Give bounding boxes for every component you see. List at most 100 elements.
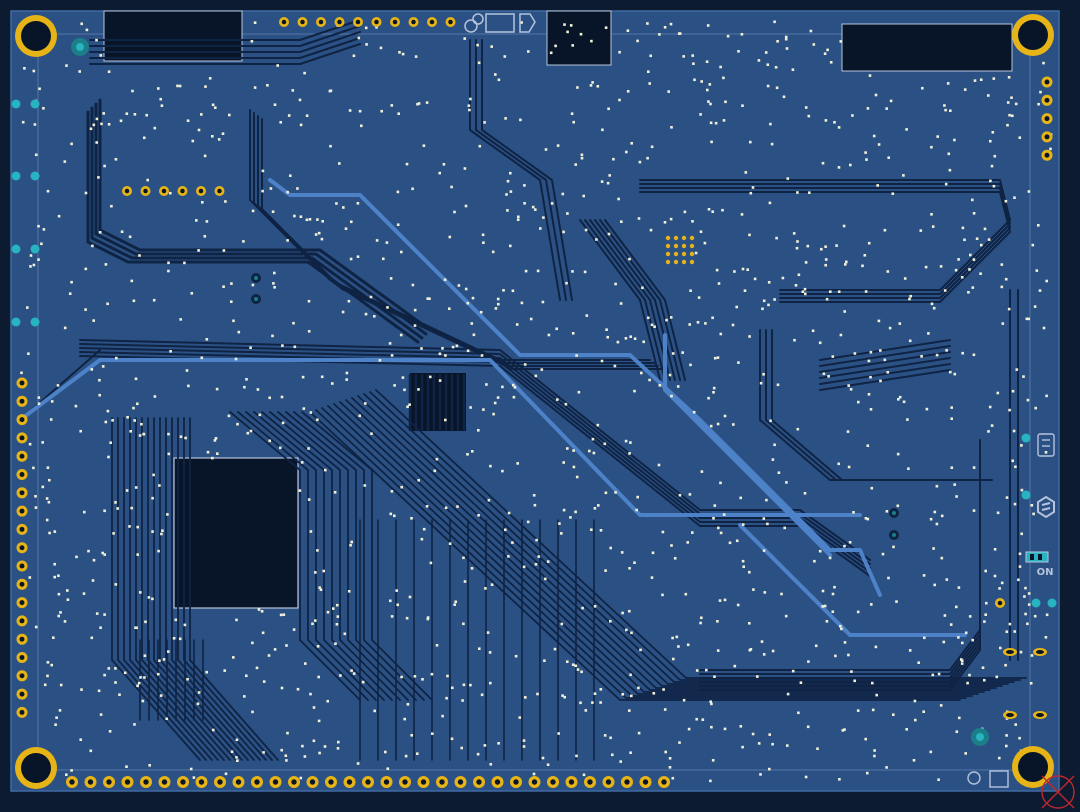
via (892, 545, 895, 549)
via (203, 154, 207, 158)
via (316, 218, 319, 221)
via (56, 384, 60, 387)
via (301, 375, 305, 379)
via (811, 329, 815, 333)
via (599, 529, 603, 532)
via (205, 220, 209, 223)
via (68, 292, 72, 295)
via (703, 241, 707, 245)
via (201, 201, 204, 204)
via (864, 151, 867, 154)
via (438, 352, 442, 356)
via (179, 435, 183, 438)
via (863, 254, 867, 257)
via (946, 82, 950, 85)
via (146, 178, 149, 182)
via (319, 588, 323, 591)
via (889, 99, 893, 103)
via (400, 675, 403, 679)
via (804, 292, 807, 296)
via (726, 34, 730, 38)
via (604, 569, 607, 572)
via (716, 356, 720, 359)
via (462, 622, 465, 626)
via (358, 414, 361, 418)
via (616, 340, 620, 344)
via-field (20, 20, 1053, 783)
mounting-hole-icon[interactable] (1012, 14, 1054, 56)
via (765, 498, 768, 502)
via (867, 241, 871, 245)
via (406, 405, 409, 409)
via (709, 424, 713, 428)
via (797, 273, 801, 277)
mounting-hole-icon[interactable] (15, 15, 57, 57)
via (442, 163, 446, 166)
trace (261, 118, 663, 370)
via (728, 541, 732, 545)
pad-hole (19, 490, 25, 496)
via (574, 510, 577, 514)
via (99, 626, 102, 629)
via (769, 419, 772, 423)
via (356, 762, 360, 765)
dip-switch[interactable] (1025, 551, 1049, 563)
via (451, 345, 455, 349)
via (92, 558, 96, 562)
via (50, 663, 53, 667)
via (267, 654, 271, 657)
via (1005, 496, 1009, 499)
pad-hole (300, 19, 305, 25)
via (776, 40, 779, 43)
via (689, 289, 692, 292)
via (272, 282, 275, 285)
via (37, 396, 41, 399)
via (896, 452, 900, 456)
via (661, 593, 664, 597)
via (492, 412, 495, 416)
via (1027, 317, 1030, 321)
cutouts (103, 10, 1013, 609)
via (621, 611, 624, 615)
via (189, 767, 193, 771)
via (722, 76, 725, 80)
via (955, 495, 958, 498)
pad-hole (19, 655, 25, 660)
via (235, 756, 238, 759)
via (667, 90, 670, 93)
via (379, 46, 383, 50)
grid-origin-marker-icon[interactable] (1041, 775, 1075, 809)
via (920, 355, 923, 358)
via (771, 742, 774, 746)
via (512, 395, 516, 399)
via (321, 220, 324, 223)
via (639, 648, 642, 652)
via (305, 114, 309, 117)
via (699, 113, 702, 116)
pad-hole (161, 779, 168, 785)
via (342, 206, 345, 209)
via (413, 675, 417, 678)
via (477, 429, 480, 432)
mounting-hole-icon[interactable] (15, 747, 57, 789)
via (591, 437, 595, 441)
via (336, 615, 340, 618)
via (671, 352, 675, 355)
via (373, 315, 376, 318)
via (992, 184, 996, 188)
via (620, 551, 624, 554)
via (296, 187, 299, 190)
via (426, 616, 430, 619)
via (921, 86, 924, 90)
via (280, 395, 284, 399)
trace (771, 329, 993, 481)
via (1027, 190, 1031, 193)
via (518, 716, 522, 719)
via (97, 176, 100, 179)
via (1031, 243, 1035, 247)
via (176, 84, 179, 88)
via (834, 654, 837, 658)
via (905, 128, 908, 131)
via (1024, 586, 1027, 590)
via (33, 123, 37, 126)
